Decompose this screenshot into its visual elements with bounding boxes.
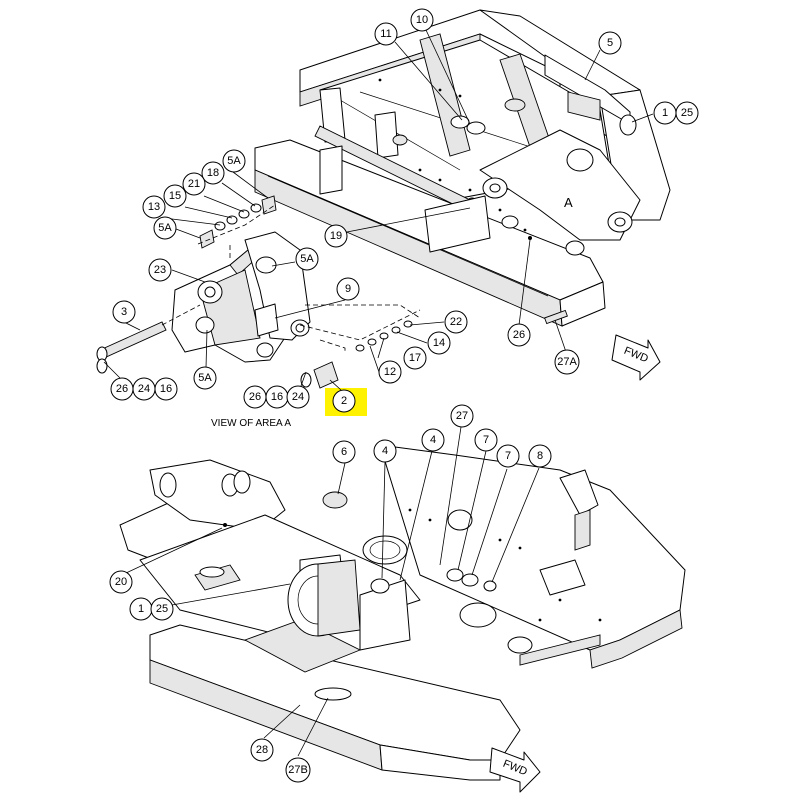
- svg-text:23: 23: [154, 264, 166, 276]
- svg-text:19: 19: [330, 230, 342, 242]
- callout-1-upper: 1: [653, 101, 677, 125]
- callout-16-left: 16: [154, 377, 178, 401]
- svg-text:27A: 27A: [557, 356, 577, 368]
- svg-text:27: 27: [456, 410, 468, 422]
- svg-text:26: 26: [249, 391, 261, 403]
- svg-text:26: 26: [513, 329, 525, 341]
- upper-frame-assembly: [254, 9, 671, 327]
- svg-text:15: 15: [169, 190, 181, 202]
- svg-text:9: 9: [345, 283, 351, 295]
- callout-27: 27: [450, 404, 474, 428]
- callout-8: 8: [528, 444, 552, 468]
- callout-2: 2: [332, 389, 356, 413]
- callout-28: 28: [250, 738, 274, 762]
- svg-text:25: 25: [681, 107, 693, 119]
- callout-26-upper-right: 26: [507, 323, 531, 347]
- svg-text:1: 1: [662, 107, 668, 119]
- callout-25-upper: 25: [675, 101, 699, 125]
- callout-22: 22: [444, 310, 468, 334]
- callout-25-lower: 25: [150, 597, 174, 621]
- callout-24-left: 24: [132, 377, 156, 401]
- callout-15: 15: [163, 184, 187, 208]
- area-a-marker: A: [564, 195, 573, 210]
- callout-5a-4: 5A: [193, 366, 217, 390]
- callout-5a-2: 5A: [153, 216, 177, 240]
- svg-text:8: 8: [537, 450, 543, 462]
- callout-26-mid: 26: [243, 385, 267, 409]
- callout-4-right: 4: [421, 428, 445, 452]
- svg-text:25: 25: [156, 603, 168, 615]
- callout-3: 3: [112, 300, 136, 324]
- svg-text:5A: 5A: [227, 155, 241, 167]
- svg-text:5A: 5A: [300, 253, 314, 265]
- svg-text:14: 14: [433, 337, 445, 349]
- callout-5a-1: 5A: [222, 149, 246, 173]
- callout-7-right: 7: [496, 444, 520, 468]
- callout-6: 6: [332, 440, 356, 464]
- svg-text:17: 17: [409, 352, 421, 364]
- svg-text:5A: 5A: [198, 372, 212, 384]
- callout-16-mid: 16: [265, 385, 289, 409]
- callout-18: 18: [201, 161, 225, 185]
- callout-1-lower: 1: [129, 597, 153, 621]
- svg-text:2: 2: [341, 395, 347, 407]
- callout-4-left: 4: [373, 439, 397, 463]
- callout-9: 9: [336, 277, 360, 301]
- callout-10: 10: [410, 8, 434, 32]
- svg-text:16: 16: [271, 391, 283, 403]
- callout-27b: 27B: [285, 757, 311, 783]
- svg-text:16: 16: [160, 383, 172, 395]
- callout-27a: 27A: [554, 349, 580, 375]
- svg-text:24: 24: [138, 383, 150, 395]
- callout-12: 12: [378, 360, 402, 384]
- svg-text:4: 4: [430, 434, 436, 446]
- leader-lines: [103, 29, 654, 757]
- callout-7-left: 7: [474, 428, 498, 452]
- svg-text:4: 4: [382, 445, 388, 457]
- svg-text:22: 22: [450, 316, 462, 328]
- svg-text:5: 5: [607, 37, 613, 49]
- fwd-arrow-upper: FWD: [611, 334, 661, 381]
- callout-14: 14: [427, 331, 451, 355]
- svg-text:13: 13: [148, 201, 160, 213]
- svg-text:7: 7: [505, 450, 511, 462]
- svg-text:20: 20: [115, 576, 127, 588]
- svg-text:1: 1: [138, 603, 144, 615]
- callout-11: 11: [374, 22, 398, 46]
- fwd-arrow-lower: FWD: [489, 747, 541, 793]
- svg-text:21: 21: [188, 178, 200, 190]
- lower-frame-assembly: [119, 444, 686, 781]
- svg-text:3: 3: [121, 306, 127, 318]
- svg-text:24: 24: [292, 391, 304, 403]
- callout-26-left: 26: [110, 377, 134, 401]
- callout-5: 5: [598, 31, 622, 55]
- svg-text:10: 10: [416, 14, 428, 26]
- svg-text:11: 11: [380, 28, 391, 40]
- callout-23: 23: [148, 258, 172, 282]
- exploded-view-area-a: [96, 195, 421, 389]
- svg-text:27B: 27B: [288, 764, 308, 776]
- callout-13: 13: [142, 195, 166, 219]
- svg-text:6: 6: [341, 446, 347, 458]
- svg-text:7: 7: [483, 434, 489, 446]
- callout-20: 20: [109, 570, 133, 594]
- callout-17: 17: [403, 346, 427, 370]
- svg-text:26: 26: [116, 383, 128, 395]
- view-caption: VIEW OF AREA A: [211, 418, 291, 429]
- svg-text:18: 18: [207, 167, 219, 179]
- callout-5a-3: 5A: [295, 247, 319, 271]
- callout-21: 21: [182, 172, 206, 196]
- callout-19: 19: [324, 224, 348, 248]
- callout-24-mid: 24: [286, 385, 310, 409]
- svg-text:5A: 5A: [158, 222, 172, 234]
- svg-text:12: 12: [384, 366, 396, 378]
- svg-text:28: 28: [256, 744, 268, 756]
